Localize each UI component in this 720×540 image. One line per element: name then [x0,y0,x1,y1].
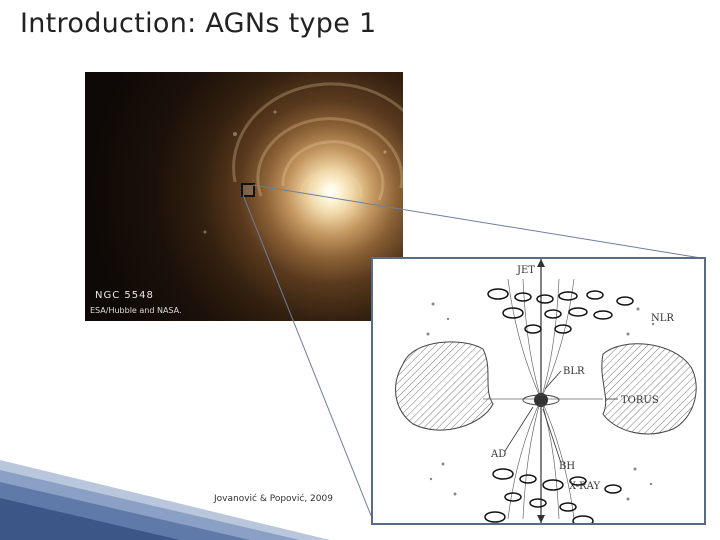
galaxy-name-label: NGC 5548 [95,290,154,301]
torus-left-lobe [396,342,493,430]
diagram-label-nlr: NLR [651,313,674,324]
citation-text: Jovanović & Popović, 2009 [214,494,333,504]
diagram-label-bh: BH [559,461,575,472]
torus-right-lobe [602,344,696,434]
agn-diagram-drawing: JET NLR BLR TORUS AD BH X-RAY [373,259,704,523]
diagram-label-blr: BLR [563,366,585,377]
diagram-label-jet: JET [516,265,535,276]
slide-title: Introduction: AGNs type 1 [20,8,377,39]
diagram-label-xray: X-RAY [569,481,600,492]
diagram-label-torus: TORUS [621,395,659,406]
galaxy-credit-text: ESA/Hubble and NASA. [90,306,182,315]
agn-structure-diagram: JET NLR BLR TORUS AD BH X-RAY [371,257,706,525]
diagram-label-ad: AD [490,449,506,460]
zoom-region-marker [241,183,255,197]
